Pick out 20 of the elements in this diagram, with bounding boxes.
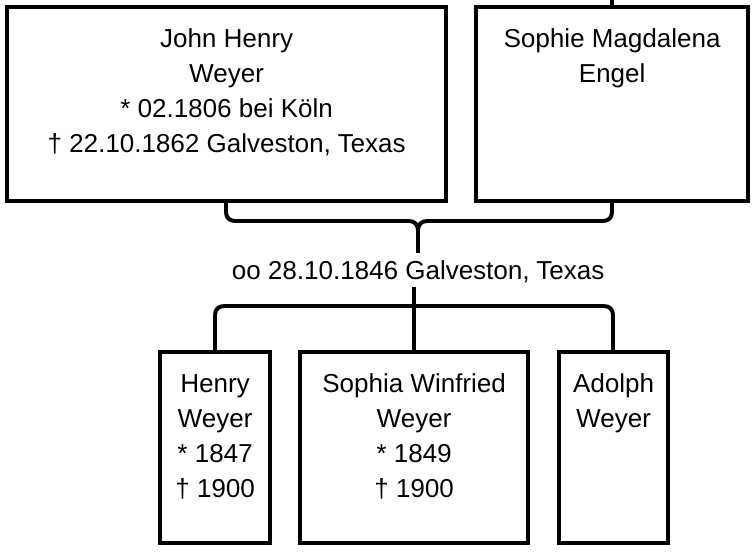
person-box xyxy=(298,350,530,545)
person-name: Adolph Weyer xyxy=(572,367,655,435)
connector-line xyxy=(610,0,614,5)
date-text: * 1847 xyxy=(177,437,253,470)
person-box xyxy=(158,350,272,545)
date-text: † 22.10.1862 Galveston, Texas xyxy=(48,127,406,160)
date-text: * 1849 xyxy=(376,437,452,470)
person-box xyxy=(474,5,750,203)
person-box xyxy=(557,350,670,545)
person-box xyxy=(5,5,448,203)
date-text: oo 28.10.1846 Galveston, Texas xyxy=(232,254,604,286)
connector-line xyxy=(412,287,615,350)
connector-line xyxy=(416,203,614,253)
person-name: Henry Weyer xyxy=(176,367,254,435)
person-name: John Henry Weyer xyxy=(159,22,294,90)
date-text: † 1900 xyxy=(374,472,454,505)
person-name: Sophie Magdalena Engel xyxy=(502,22,722,90)
person-name: Sophia Winfried Weyer xyxy=(321,367,507,435)
date-text: * 02.1806 bei Köln xyxy=(120,92,333,125)
date-text: † 1900 xyxy=(175,472,255,505)
